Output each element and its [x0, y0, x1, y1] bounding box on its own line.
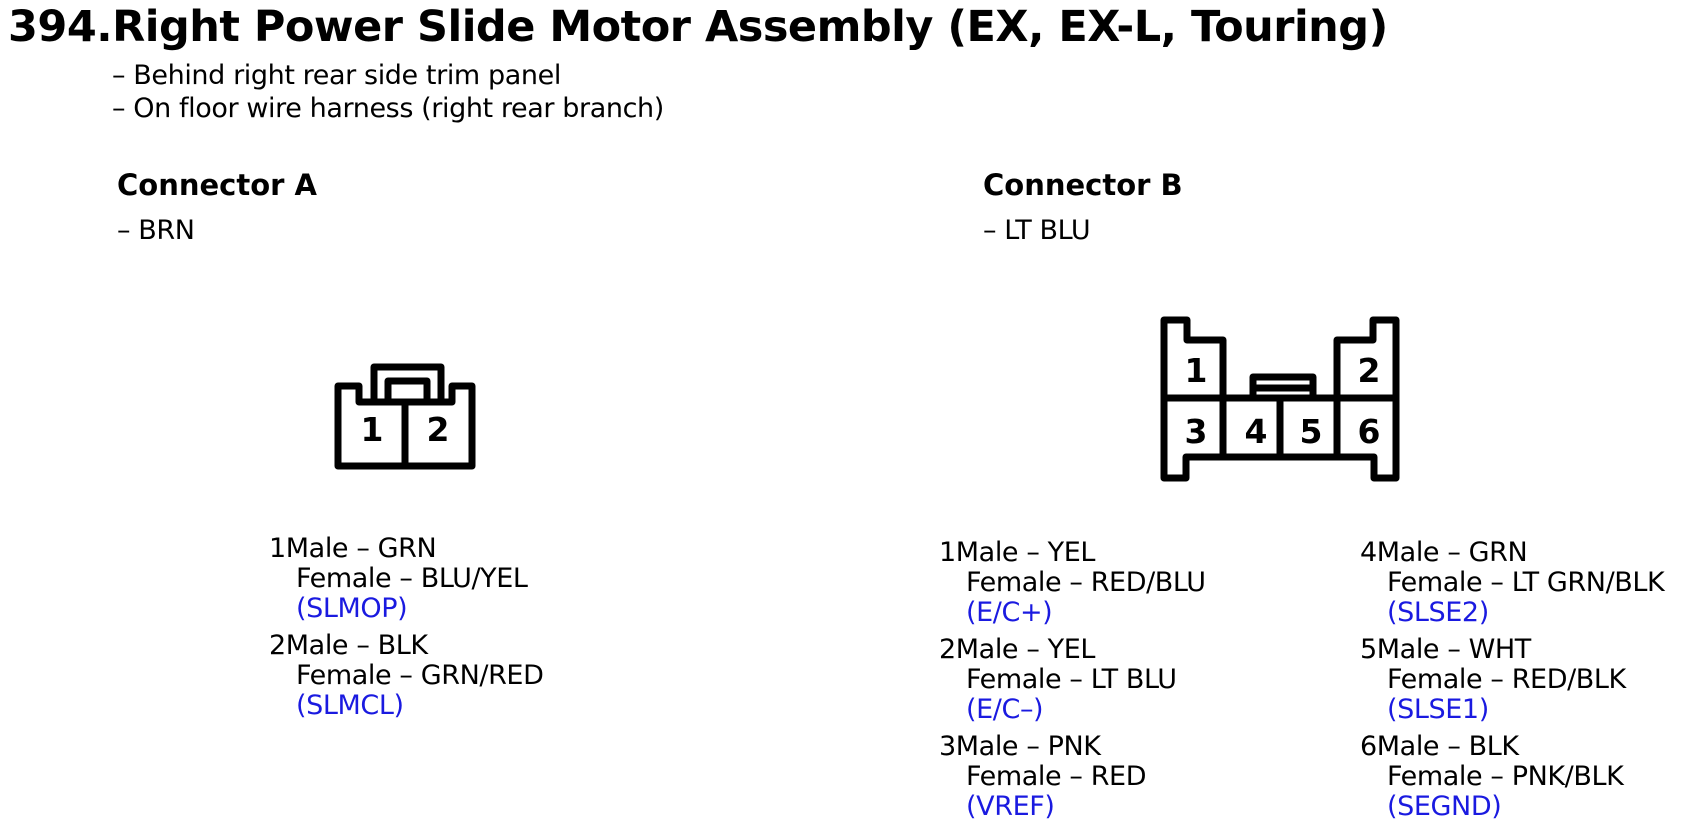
pin-male-wire: Male – YEL — [955, 634, 1096, 665]
pin-signal-name: (E/C–) — [966, 694, 1044, 725]
pin-female-wire: Female – LT GRN/BLK — [1387, 567, 1665, 598]
cavity-label: 4 — [1245, 412, 1268, 451]
location-note: – Behind right rear side trim panel — [112, 60, 561, 91]
pin-male-wire: Male – WHT — [1376, 634, 1532, 665]
pin-number: 1 — [269, 533, 286, 564]
pin-number: 6 — [1360, 731, 1377, 762]
pin-male-line: 3Male – PNK — [939, 732, 1206, 762]
pin-entry: 1Male – YEL Female – RED/BLU (E/C+) — [939, 538, 1206, 628]
pin-entry: 2Male – BLK Female – GRN/RED (SLMCL) — [269, 631, 544, 721]
pin-male-line: 1Male – YEL — [939, 538, 1206, 568]
pin-number: 2 — [939, 634, 956, 665]
pin-male-line: 1Male – GRN — [269, 534, 543, 564]
pin-number: 5 — [1360, 634, 1377, 665]
connector-a-diagram: 1 2 — [334, 363, 476, 470]
cavity-label: 1 — [361, 410, 384, 449]
pin-signal-name: (E/C+) — [966, 597, 1053, 628]
connector-b-pin-list-col2: 4Male – GRN Female – LT GRN/BLK (SLSE2) … — [1360, 538, 1665, 829]
pin-male-line: 2Male – BLK — [269, 631, 543, 661]
pin-male-wire: Male – BLK — [1376, 731, 1519, 762]
pin-number: 2 — [269, 630, 286, 661]
pin-female-wire: Female – RED/BLK — [1387, 664, 1626, 695]
pin-entry: 3Male – PNK Female – RED (VREF) — [939, 732, 1206, 822]
pin-male-line: 6Male – BLK — [1360, 732, 1664, 762]
connector-a-pin-list: 1Male – GRN Female – BLU/YEL (SLMOP) 2Ma… — [269, 534, 544, 728]
pin-entry: 5Male – WHT Female – RED/BLK (SLSE1) — [1360, 635, 1664, 725]
pin-signal-name: (SLSE1) — [1387, 694, 1489, 725]
pin-female-wire: Female – LT BLU — [966, 664, 1177, 695]
location-notes: – Behind right rear side trim panel – On… — [112, 59, 664, 125]
pin-male-wire: Male – GRN — [1376, 537, 1528, 568]
pin-male-wire: Male – YEL — [955, 537, 1096, 568]
pin-signal-name: (SLMOP) — [296, 593, 408, 624]
pin-female-wire: Female – RED — [966, 761, 1147, 792]
pin-number: 4 — [1360, 537, 1377, 568]
connector-b-pin-list-col1: 1Male – YEL Female – RED/BLU (E/C+) 2Mal… — [939, 538, 1206, 829]
pin-male-line: 5Male – WHT — [1360, 635, 1664, 665]
pin-signal-name: (SLSE2) — [1387, 597, 1489, 628]
pin-male-wire: Male – GRN — [285, 533, 437, 564]
pin-signal-name: (VREF) — [966, 791, 1055, 822]
connector-b-heading: Connector B — [983, 168, 1183, 202]
pin-entry: 1Male – GRN Female – BLU/YEL (SLMOP) — [269, 534, 543, 624]
connector-b-color-note: – LT BLU — [983, 215, 1091, 246]
connector-a-latch-inner — [384, 377, 431, 406]
page-title: 394.Right Power Slide Motor Assembly (EX… — [8, 2, 1388, 52]
pin-male-line: 2Male – YEL — [939, 635, 1206, 665]
pin-entry: 4Male – GRN Female – LT GRN/BLK (SLSE2) — [1360, 538, 1665, 628]
cavity-label: 2 — [427, 410, 450, 449]
pin-male-line: 4Male – GRN — [1360, 538, 1664, 568]
cavity-label: 3 — [1185, 412, 1208, 451]
pin-entry: 2Male – YEL Female – LT BLU (E/C–) — [939, 635, 1206, 725]
pin-number: 3 — [939, 731, 956, 762]
pin-female-wire: Female – BLU/YEL — [296, 563, 528, 594]
pin-signal-name: (SEGND) — [1387, 791, 1502, 822]
cavity-label: 1 — [1185, 351, 1208, 390]
location-note: – On floor wire harness (right rear bran… — [112, 93, 664, 124]
pin-male-wire: Male – PNK — [955, 731, 1101, 762]
pin-female-wire: Female – RED/BLU — [966, 567, 1206, 598]
pin-female-wire: Female – PNK/BLK — [1387, 761, 1624, 792]
pin-female-wire: Female – GRN/RED — [296, 660, 544, 691]
cavity-label: 5 — [1300, 412, 1323, 451]
pin-entry: 6Male – BLK Female – PNK/BLK (SEGND) — [1360, 732, 1664, 822]
pin-signal-name: (SLMCL) — [296, 690, 404, 721]
cavity-label: 2 — [1358, 351, 1381, 390]
pin-number: 1 — [939, 537, 956, 568]
connector-a-color-note: – BRN — [117, 215, 195, 246]
pin-male-wire: Male – BLK — [285, 630, 428, 661]
cavity-label: 6 — [1358, 412, 1381, 451]
connector-a-heading: Connector A — [117, 168, 317, 202]
connector-b-diagram: 1 2 3 4 5 6 — [1160, 316, 1400, 482]
